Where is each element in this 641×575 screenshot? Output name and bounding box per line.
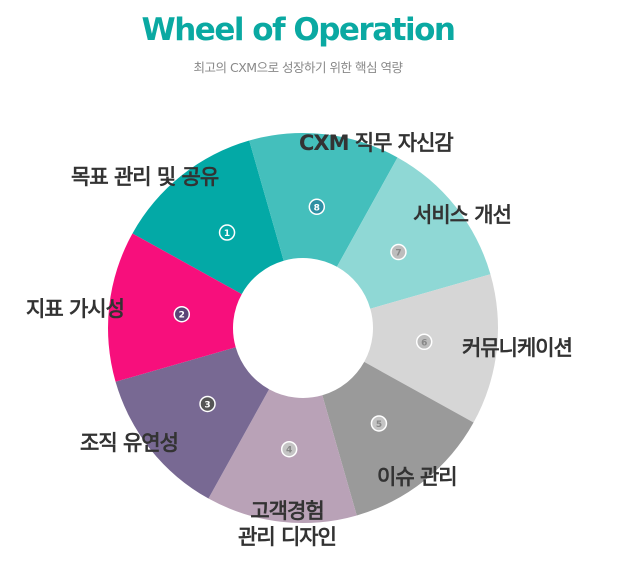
badge-circle: [370, 415, 388, 432]
badge-number: 7: [395, 249, 401, 259]
segment-7: [336, 157, 491, 309]
label-issue-management: 이슈 관리: [377, 465, 458, 489]
badge-1: 1: [218, 224, 236, 241]
page-title: Wheel of Operation: [141, 12, 456, 48]
badge-6: 6: [415, 333, 433, 351]
badge-2: 2: [173, 305, 191, 323]
badge-number: 2: [179, 311, 185, 321]
badge-circle: [415, 333, 433, 351]
badge-number: 8: [314, 203, 320, 213]
badge-circle: [390, 243, 407, 261]
label-cx-design-line1: 고객경험: [250, 499, 324, 523]
badge-circle: [280, 440, 298, 458]
segment-1: [132, 140, 284, 295]
segment-6: [364, 274, 499, 423]
badge-number: 3: [204, 400, 210, 410]
label-cxm-confidence: CXM 직무 자신감: [299, 131, 454, 155]
label-metric-visibility: 지표 가시성: [26, 297, 125, 321]
badge-circle: [308, 198, 326, 216]
badge-number: 6: [421, 338, 427, 348]
badge-7: 7: [390, 243, 407, 261]
segment-2: [107, 233, 242, 382]
badge-circle: [199, 395, 216, 413]
page-subtitle: 최고의 CXM으로 성장하기 위한 핵심 역량: [193, 60, 403, 75]
badge-circle: [173, 305, 191, 323]
badge-number: 4: [286, 446, 292, 456]
badge-3: 3: [199, 395, 216, 413]
segment-8: [249, 133, 398, 267]
label-cx-design: 고객경험 관리 디자인: [232, 498, 342, 550]
badge-8: 8: [308, 198, 326, 216]
segment-4: [208, 389, 357, 523]
segment-5: [322, 361, 474, 516]
badge-4: 4: [280, 440, 298, 458]
label-service-improvement: 서비스 개선: [413, 203, 512, 227]
badge-circle: [218, 224, 236, 241]
badge-5: 5: [370, 415, 388, 432]
segment-3: [115, 347, 270, 499]
label-goal-management: 목표 관리 및 공유: [71, 165, 219, 189]
badge-number: 5: [376, 420, 382, 430]
label-cx-design-line2: 관리 디자인: [238, 525, 337, 549]
label-communication: 커뮤니케이션: [462, 336, 573, 360]
label-org-flexibility: 조직 유연성: [80, 431, 179, 455]
badge-number: 1: [224, 229, 230, 239]
